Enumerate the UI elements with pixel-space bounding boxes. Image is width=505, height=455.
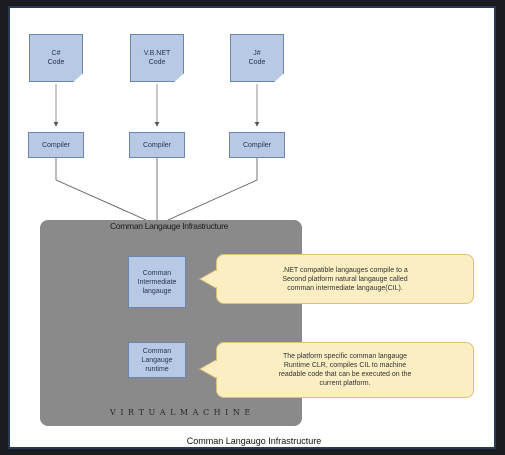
cil-note: .NET compatible langauges compile to a S… (216, 254, 474, 304)
clr-note: The platform specific comman langauge Ru… (216, 342, 474, 398)
cli-label: Comman Langauge Infrastructure (110, 221, 229, 231)
cil-note-line1: .NET compatible langauges compile to a (282, 266, 408, 274)
diagram-frame: Comman Langauge Infrastructure C# Code V… (8, 6, 496, 449)
clr-line3: runtime (145, 365, 169, 373)
clr-note-line3: readable code that can be executed on th… (278, 371, 412, 378)
source-csharp-line1: C# (51, 50, 61, 57)
clr-line1: Comman (142, 347, 172, 355)
source-vbnet-line1: V.B.NET (143, 50, 171, 57)
cil-note-line2: Second platform natural langauge called (282, 275, 408, 283)
compiler-3: Compiler (229, 132, 285, 158)
clr-box: Comman Langauge runtime (128, 342, 186, 378)
source-jsharp: J# Code (230, 34, 284, 82)
compiler-3-label: Compiler (242, 141, 271, 149)
source-vbnet: V.B.NET Code (130, 34, 184, 82)
compiler-2: Compiler (129, 132, 185, 158)
compiler-1: Compiler (28, 132, 84, 158)
clr-note-line1: The platform specific comman langauge (282, 353, 408, 360)
source-vbnet-line2: Code (148, 59, 166, 66)
clr-line2: Langauge (141, 356, 173, 364)
source-jsharp-line1: J# (253, 50, 261, 57)
virtual-machine-label: V I R T U A L M A C H I N E (110, 408, 252, 417)
clr-note-line2: Runtime CLR, compiles CIL to machine (283, 362, 407, 369)
cil-line2: Intermediate (137, 278, 177, 286)
compiler-2-label: Compiler (142, 141, 171, 149)
cil-line3: langauge (142, 287, 172, 295)
clr-note-line4: current platform. (319, 380, 371, 387)
compiler-1-label: Compiler (41, 141, 70, 149)
source-csharp-line2: Code (47, 59, 65, 66)
source-jsharp-line2: Code (248, 59, 266, 66)
cil-line1: Comman (142, 269, 172, 277)
cil-box: Comman Intermediate langauge (128, 256, 186, 308)
cil-note-line3: comman intermediate langauge(CIL). (287, 284, 403, 292)
source-csharp: C# Code (29, 34, 83, 82)
diagram-caption: Comman Langaugo Infrastructure (186, 436, 322, 446)
